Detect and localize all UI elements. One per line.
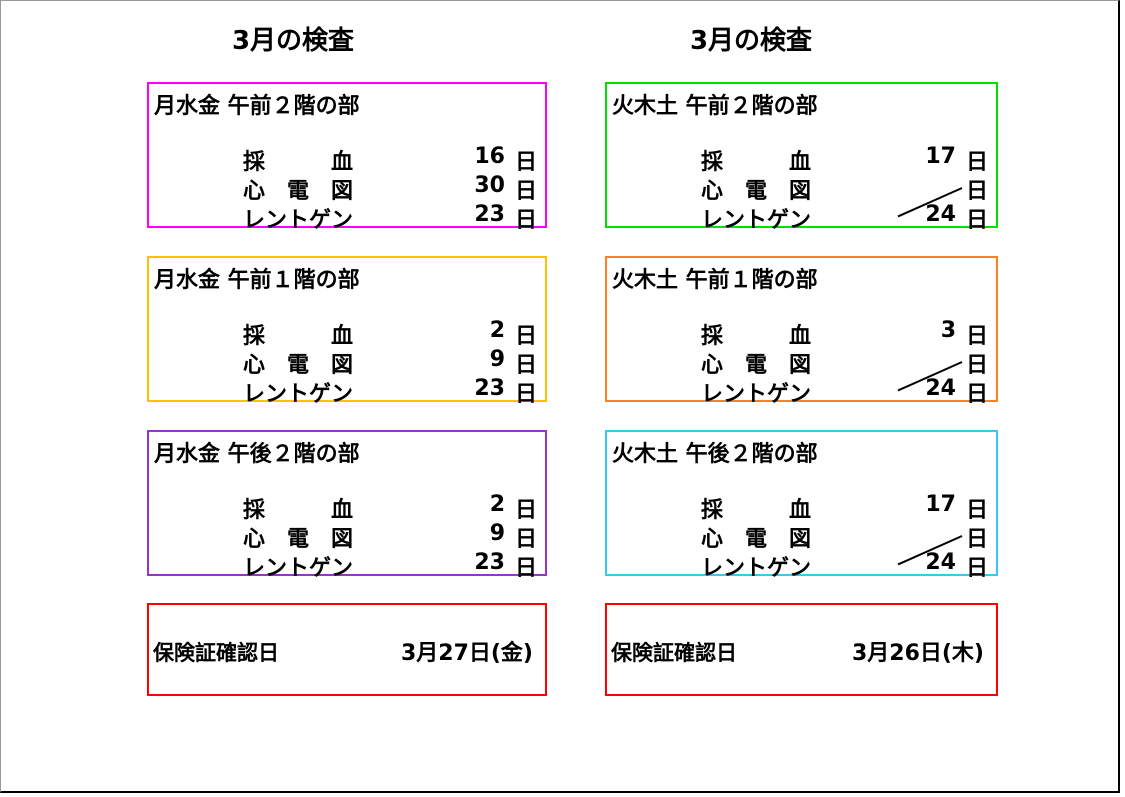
schedule-box-left-1: 月水金 午前１階の部 採 血 2 日 心 電 図 9 日 レントゲン 23 日 bbox=[147, 256, 547, 407]
exam-label: レントゲン bbox=[701, 556, 812, 581]
exam-day: 9 bbox=[489, 521, 505, 546]
exam-day: 23 bbox=[474, 202, 505, 227]
exam-row: 心 電 図 日 bbox=[607, 347, 996, 392]
schedule-box-left-2: 月水金 午後２階の部 採 血 2 日 心 電 図 9 日 レントゲン 23 日 bbox=[147, 430, 547, 581]
exam-label: レントゲン bbox=[243, 382, 354, 407]
day-unit: 日 bbox=[965, 556, 988, 581]
day-unit: 日 bbox=[965, 324, 988, 349]
day-unit: 日 bbox=[514, 324, 537, 349]
exam-row: 採 血 17 日 bbox=[607, 492, 996, 523]
exam-row: レントゲン 23 日 bbox=[149, 550, 545, 581]
exam-row: 採 血 2 日 bbox=[149, 318, 545, 349]
day-unit: 日 bbox=[965, 150, 988, 175]
box-title: 火木土 午前２階の部 bbox=[612, 94, 818, 119]
box-title: 火木土 午後２階の部 bbox=[612, 442, 818, 467]
exam-day: 2 bbox=[489, 492, 505, 517]
insurance-label: 保険証確認日 bbox=[153, 641, 279, 665]
exam-label: 心 電 図 bbox=[243, 353, 354, 378]
exam-label: 心 電 図 bbox=[701, 527, 812, 552]
exam-row: 採 血 2 日 bbox=[149, 492, 545, 523]
exam-label: 採 血 bbox=[243, 150, 354, 175]
insurance-box-right: 保険証確認日 3月26日(木) bbox=[605, 603, 998, 696]
day-unit: 日 bbox=[965, 179, 988, 204]
day-unit: 日 bbox=[965, 353, 988, 378]
exam-day: 9 bbox=[489, 347, 505, 372]
exam-label: 採 血 bbox=[243, 498, 354, 523]
exam-day: 24 bbox=[925, 550, 956, 575]
exam-row: レントゲン 23 日 bbox=[149, 376, 545, 407]
exam-day: 30 bbox=[474, 173, 505, 198]
schedule-box-right-2: 火木土 午後２階の部 採 血 17 日 心 電 図 日 レントゲン 24 日 bbox=[605, 430, 998, 581]
exam-day: 2 bbox=[489, 318, 505, 343]
exam-day: 23 bbox=[474, 376, 505, 401]
exam-row: 採 血 16 日 bbox=[149, 144, 545, 175]
day-unit: 日 bbox=[514, 382, 537, 407]
day-unit: 日 bbox=[514, 208, 537, 233]
exam-day: 3 bbox=[940, 318, 956, 343]
day-unit: 日 bbox=[514, 527, 537, 552]
heading-left: 3月の検査 bbox=[231, 26, 355, 56]
day-unit: 日 bbox=[514, 498, 537, 523]
day-unit: 日 bbox=[514, 556, 537, 581]
insurance-box-left: 保険証確認日 3月27日(金) bbox=[147, 603, 547, 696]
day-unit: 日 bbox=[514, 353, 537, 378]
exam-label: 採 血 bbox=[701, 324, 812, 349]
exam-row: 心 電 図 日 bbox=[607, 521, 996, 566]
schedule-box-left-0: 月水金 午前２階の部 採 血 16 日 心 電 図 30 日 レントゲン 23 … bbox=[147, 82, 547, 233]
exam-day: 16 bbox=[474, 144, 505, 169]
exam-day: 24 bbox=[925, 202, 956, 227]
schedule-box-right-0: 火木土 午前２階の部 採 血 17 日 心 電 図 日 レントゲン 24 日 bbox=[605, 82, 998, 233]
day-unit: 日 bbox=[965, 382, 988, 407]
exam-label: 心 電 図 bbox=[243, 179, 354, 204]
exam-label: レントゲン bbox=[701, 208, 812, 233]
exam-label: 採 血 bbox=[243, 324, 354, 349]
exam-row: レントゲン 24 日 bbox=[607, 376, 996, 407]
exam-row: 採 血 3 日 bbox=[607, 318, 996, 349]
day-unit: 日 bbox=[514, 150, 537, 175]
heading-right: 3月の検査 bbox=[689, 26, 813, 56]
day-unit: 日 bbox=[965, 208, 988, 233]
insurance-date: 3月26日(木) bbox=[851, 641, 984, 666]
exam-row: レントゲン 23 日 bbox=[149, 202, 545, 233]
exam-label: レントゲン bbox=[701, 382, 812, 407]
box-title: 火木土 午前１階の部 bbox=[612, 268, 818, 293]
exam-row: レントゲン 24 日 bbox=[607, 202, 996, 233]
box-title: 月水金 午前２階の部 bbox=[154, 94, 360, 119]
box-title: 月水金 午前１階の部 bbox=[154, 268, 360, 293]
exam-label: 心 電 図 bbox=[243, 527, 354, 552]
exam-label: 心 電 図 bbox=[701, 179, 812, 204]
exam-label: 心 電 図 bbox=[701, 353, 812, 378]
schedule-box-right-1: 火木土 午前１階の部 採 血 3 日 心 電 図 日 レントゲン 24 日 bbox=[605, 256, 998, 407]
exam-label: レントゲン bbox=[243, 556, 354, 581]
day-unit: 日 bbox=[965, 498, 988, 523]
exam-row: レントゲン 24 日 bbox=[607, 550, 996, 581]
day-unit: 日 bbox=[514, 179, 537, 204]
exam-row: 心 電 図 9 日 bbox=[149, 347, 545, 378]
box-title: 月水金 午後２階の部 bbox=[154, 442, 360, 467]
insurance-label: 保険証確認日 bbox=[611, 641, 737, 665]
day-unit: 日 bbox=[965, 527, 988, 552]
exam-row: 心 電 図 9 日 bbox=[149, 521, 545, 552]
exam-row: 心 電 図 30 日 bbox=[149, 173, 545, 204]
exam-label: レントゲン bbox=[243, 208, 354, 233]
exam-day: 23 bbox=[474, 550, 505, 575]
exam-label: 採 血 bbox=[701, 498, 812, 523]
exam-row: 採 血 17 日 bbox=[607, 144, 996, 175]
exam-day: 17 bbox=[925, 144, 956, 169]
exam-label: 採 血 bbox=[701, 150, 812, 175]
exam-day: 24 bbox=[925, 376, 956, 401]
insurance-date: 3月27日(金) bbox=[400, 641, 533, 666]
exam-day: 17 bbox=[925, 492, 956, 517]
exam-row: 心 電 図 日 bbox=[607, 173, 996, 218]
